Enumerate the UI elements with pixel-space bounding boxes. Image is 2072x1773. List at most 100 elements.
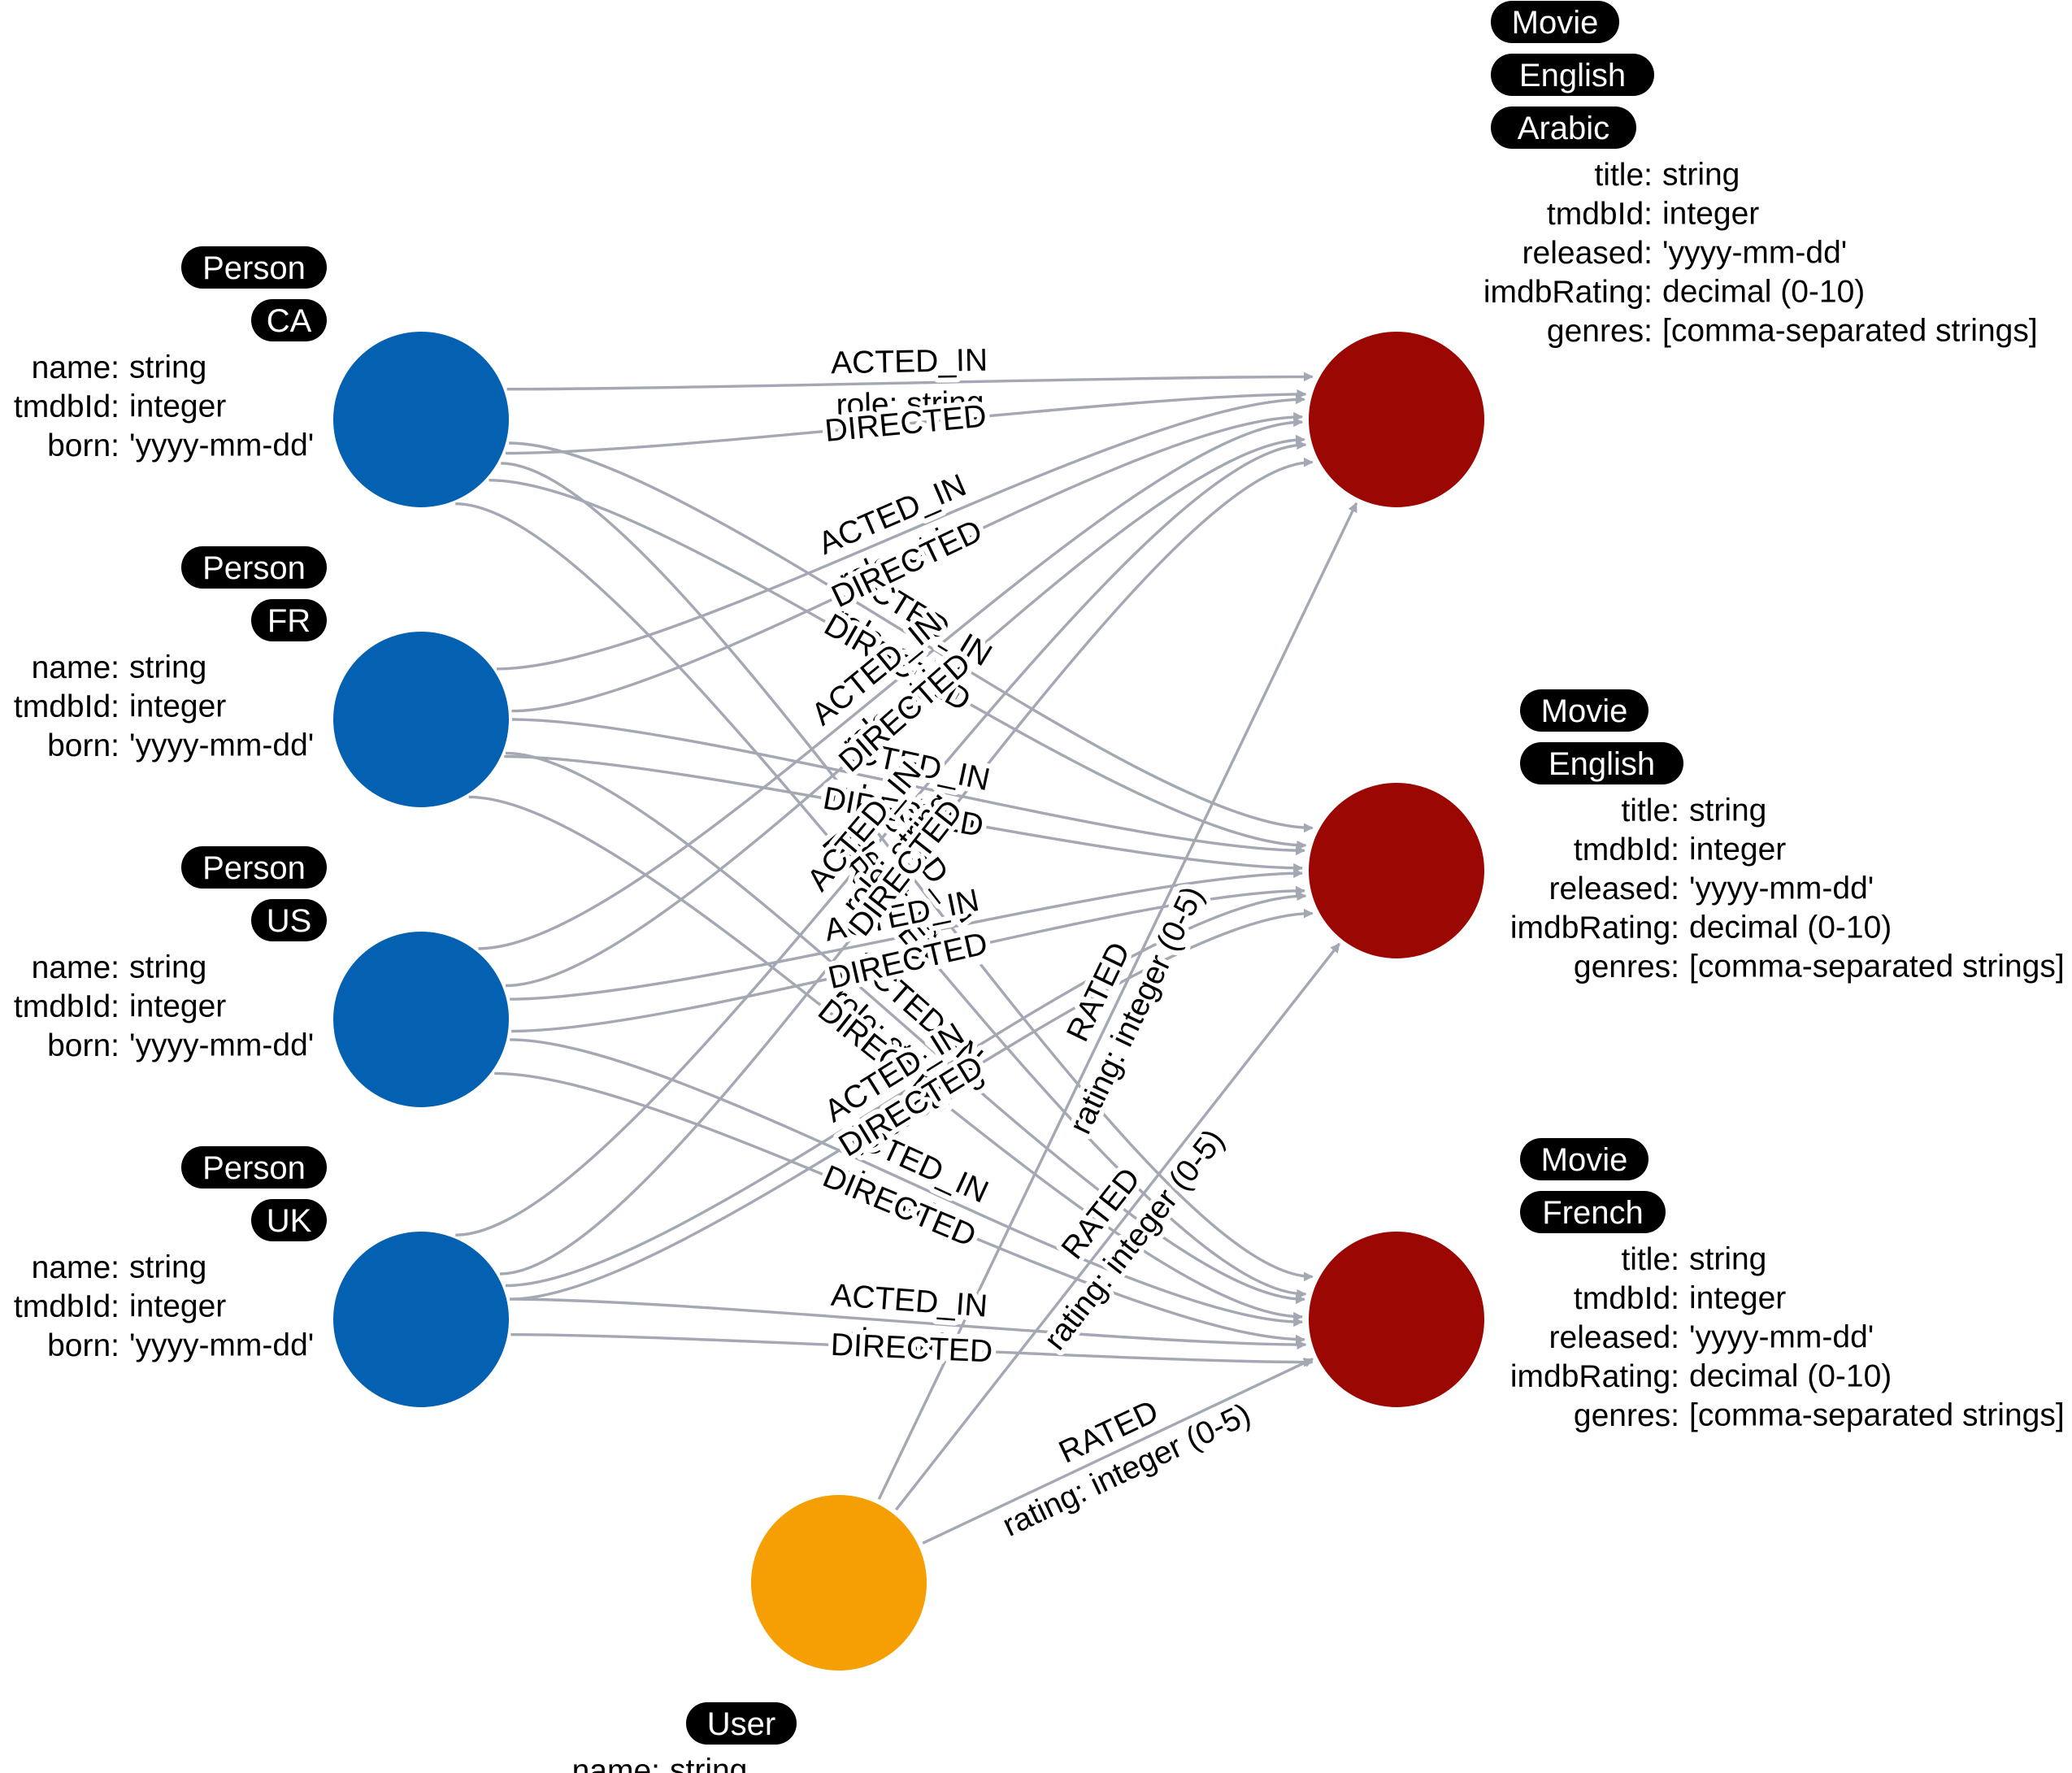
property-colon: :: [1644, 197, 1653, 232]
property-key-text: tmdbId: [1547, 197, 1644, 232]
property-key-text: name: [32, 350, 111, 385]
property-colon: :: [111, 1028, 119, 1063]
property-colon: :: [111, 350, 119, 385]
property-key-text: tmdbId: [1574, 1281, 1670, 1316]
node-label-text: Movie: [1512, 5, 1599, 41]
person-node-person_ca[interactable]: [333, 332, 509, 507]
node-label-pill: [181, 246, 327, 289]
property-value: integer: [129, 989, 226, 1024]
property-key: tmdbId:: [1574, 832, 1679, 867]
property-key: imdbRating:: [1483, 275, 1653, 310]
relationship-property-label: role: string: [836, 385, 984, 423]
property-colon: :: [1670, 832, 1679, 867]
edge-person_fr-to-movie_en-8: [511, 718, 1305, 856]
property-key: name:: [32, 650, 119, 685]
property-key-text: title: [1621, 793, 1670, 828]
property-key: imdbRating:: [1510, 1359, 1679, 1394]
property-value: string: [129, 350, 206, 385]
property-value: 'yyyy-mm-dd': [129, 428, 314, 463]
property-key: genres:: [1547, 314, 1653, 349]
property-key: name:: [32, 350, 119, 385]
movie-node-caption: MovieEnglishtitle:stringtmdbId:integerre…: [1510, 689, 2065, 984]
property-colon: :: [651, 1753, 660, 1773]
property-value: integer: [129, 1289, 226, 1324]
edge-person_ca-to-movie_fr-4: [501, 462, 1314, 1282]
property-key: name:: [572, 1753, 660, 1773]
node-label-pill: [1520, 689, 1648, 732]
property-key-text: released: [1523, 236, 1644, 271]
property-colon: :: [1670, 1359, 1679, 1394]
property-value: integer: [1689, 1281, 1786, 1316]
property-colon: :: [111, 989, 119, 1024]
property-key-text: genres: [1574, 1398, 1670, 1433]
property-colon: :: [111, 950, 119, 985]
property-key: tmdbId:: [14, 1289, 119, 1324]
property-value: string: [1689, 1242, 1766, 1277]
property-value: integer: [1662, 197, 1759, 232]
property-key: released:: [1549, 871, 1679, 906]
node-label-text: Arabic: [1518, 111, 1609, 146]
node-label-text: Person: [202, 850, 306, 886]
property-value: string: [1689, 793, 1766, 828]
property-key: born:: [47, 428, 119, 463]
property-key-text: tmdbId: [14, 389, 111, 424]
property-value: decimal (0-10): [1689, 910, 1892, 945]
property-value: integer: [129, 389, 226, 424]
edge-person_ca-to-movie_en_ar-0: [506, 372, 1314, 391]
property-key: name:: [32, 1250, 119, 1285]
property-colon: :: [1644, 314, 1653, 349]
edge-person_uk-to-movie_en-20: [505, 891, 1307, 1288]
edge-label-group: DIRECTED: [825, 1323, 998, 1375]
user-node-user[interactable]: [751, 1495, 927, 1671]
relationship-type-label: DIRECTED: [830, 1328, 993, 1370]
property-key-text: name: [32, 1250, 111, 1285]
edge-label-group: ACTED_IN role: string: [826, 338, 993, 428]
edge-user-to-movie_en-25: [894, 942, 1341, 1511]
node-label-text: Person: [202, 550, 306, 586]
node-label-text: Movie: [1541, 1142, 1628, 1178]
property-value: integer: [129, 689, 226, 724]
property-key-text: title: [1594, 158, 1644, 193]
property-value: decimal (0-10): [1689, 1359, 1892, 1394]
node-label-pill: [686, 1702, 797, 1745]
movie-node-movie_en_ar[interactable]: [1309, 332, 1484, 507]
property-key-text: tmdbId: [1574, 832, 1670, 867]
property-colon: :: [111, 728, 119, 763]
person-node-person_uk[interactable]: [333, 1232, 509, 1407]
property-value: string: [129, 1250, 206, 1285]
property-colon: :: [1670, 1281, 1679, 1316]
property-key-text: born: [47, 1328, 111, 1363]
movie-node-movie_en[interactable]: [1309, 783, 1484, 958]
person-node-person_fr[interactable]: [333, 632, 509, 807]
person-node-caption: PersonUSname:stringtmdbId:integerborn:'y…: [14, 846, 327, 1063]
edge-person_fr-to-movie_en_ar-7: [511, 411, 1304, 713]
edge-person_us-to-movie_en-14: [510, 868, 1304, 1001]
property-key: imdbRating:: [1510, 910, 1679, 945]
edges-layer: [455, 372, 1358, 1545]
person-node-person_us[interactable]: [333, 932, 509, 1107]
property-value: 'yyyy-mm-dd': [1689, 871, 1874, 906]
property-key-text: name: [572, 1753, 652, 1773]
property-key-text: genres: [1547, 314, 1644, 349]
property-key-text: released: [1549, 871, 1671, 906]
property-value: 'yyyy-mm-dd': [129, 728, 314, 763]
property-colon: :: [1644, 236, 1653, 271]
movie-node-movie_fr[interactable]: [1309, 1232, 1484, 1407]
property-key: genres:: [1574, 1398, 1679, 1433]
property-value: string: [129, 950, 206, 985]
person-node-caption: PersonUKname:stringtmdbId:integerborn:'y…: [14, 1146, 327, 1363]
movie-node-caption: MovieFrenchtitle:stringtmdbId:integerrel…: [1510, 1138, 2065, 1433]
property-value: string: [129, 650, 206, 685]
property-key-text: born: [47, 728, 111, 763]
edge-person_fr-to-movie_fr-10: [505, 751, 1305, 1305]
property-value: 'yyyy-mm-dd': [129, 1328, 314, 1363]
property-key-text: genres: [1574, 950, 1670, 984]
relationship-type-label: ACTED_IN: [831, 343, 988, 381]
property-key-text: imdbRating: [1483, 275, 1644, 310]
node-label-pill: [1491, 106, 1636, 149]
property-colon: :: [111, 389, 119, 424]
property-key: born:: [47, 728, 119, 763]
node-label-text: UK: [267, 1203, 312, 1239]
property-key-text: born: [47, 1028, 111, 1063]
property-key: born:: [47, 1028, 119, 1063]
